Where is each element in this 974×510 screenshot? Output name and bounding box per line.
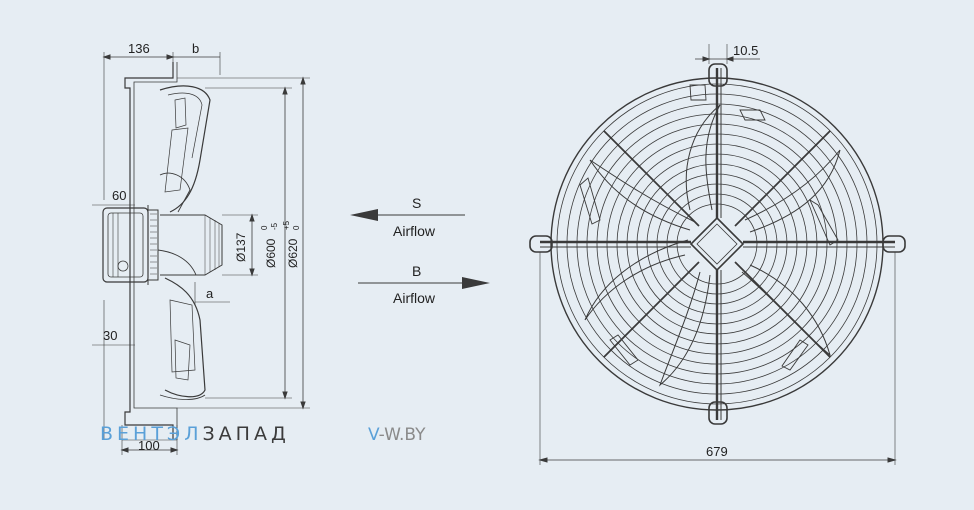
airflow-s-text: Airflow — [393, 223, 436, 239]
dim-diam-137-label: Ø137 — [234, 232, 248, 262]
svg-text:V-W.BY: V-W.BY — [368, 425, 426, 445]
arrow-right-icon — [462, 277, 490, 289]
dim-diam-620-tol-top: +5 — [282, 220, 291, 230]
dim-diam-600-tol-top: 0 — [260, 225, 269, 230]
dim-diam-620-tol-bottom: 0 — [292, 225, 301, 230]
airflow-b — [358, 277, 490, 289]
airflow-b-text: Airflow — [393, 290, 436, 306]
airflow-b-label: B — [412, 263, 421, 279]
front-view — [529, 44, 906, 465]
dim-diam-600-tol-bottom: -5 — [270, 222, 279, 230]
dim-679-label: 679 — [706, 444, 728, 459]
dim-136-label: 136 — [128, 41, 150, 56]
watermark: ВЕНТЭЛЗАПАД V-W.BY — [100, 423, 426, 445]
dim-10-5-label: 10.5 — [733, 43, 758, 58]
dim-diam-600-label: Ø600 — [264, 238, 278, 268]
dim-60-label: 60 — [112, 188, 126, 203]
dim-100-label: 100 — [138, 438, 160, 453]
dim-diam-620-label: Ø620 — [286, 238, 300, 268]
brand-part2: ЗАПАД — [203, 423, 290, 445]
dim-30-label: 30 — [103, 328, 117, 343]
svg-text:ВЕНТЭЛЗАПАД: ВЕНТЭЛЗАПАД — [100, 423, 290, 445]
arrow-left-icon — [350, 209, 378, 221]
dim-a-label: a — [206, 286, 214, 301]
side-view — [92, 52, 310, 455]
site-part1: V — [368, 425, 380, 445]
brand-part1: ВЕНТЭЛ — [100, 423, 203, 445]
airflow-s-label: S — [412, 195, 421, 211]
airflow-s — [350, 209, 465, 221]
dim-b-label: b — [192, 41, 199, 56]
site-part2: -W.BY — [379, 425, 426, 445]
